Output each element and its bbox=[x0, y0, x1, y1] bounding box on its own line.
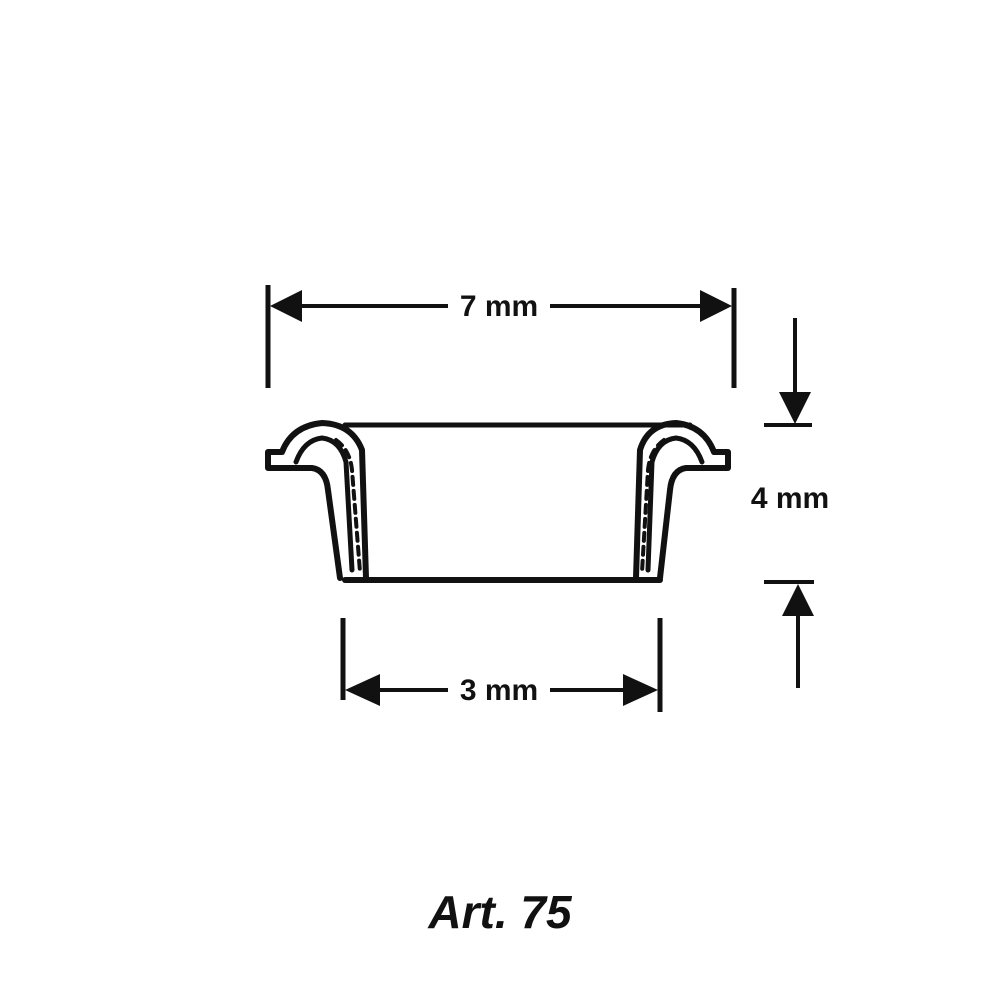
inner-arrowhead-left bbox=[345, 674, 380, 706]
outer-diameter-dimension: 7 mm bbox=[265, 285, 737, 388]
inner-arrowhead-right bbox=[623, 674, 658, 706]
eyelet-left-curl bbox=[293, 435, 355, 573]
outer-arrowhead-right bbox=[700, 290, 732, 322]
article-number-label: Art. 75 bbox=[427, 886, 573, 938]
height-label: 4 mm bbox=[751, 482, 829, 515]
eyelet-cross-section bbox=[265, 420, 731, 583]
outer-diameter-label: 7 mm bbox=[460, 290, 538, 323]
height-arrowhead-bottom bbox=[782, 584, 814, 616]
height-arrowhead-top bbox=[779, 392, 811, 424]
eyelet-right-curl bbox=[645, 435, 705, 573]
height-dimension: 4 mm bbox=[751, 318, 829, 688]
eyelet-right-flange bbox=[633, 420, 731, 581]
eyelet-left-hatch bbox=[334, 438, 362, 574]
inner-diameter-label: 3 mm bbox=[460, 674, 538, 707]
eyelet-right-hatch bbox=[640, 438, 666, 574]
outer-arrowhead-left bbox=[270, 290, 302, 322]
inner-diameter-dimension: 3 mm bbox=[340, 618, 663, 712]
eyelet-left-flange bbox=[265, 420, 369, 581]
